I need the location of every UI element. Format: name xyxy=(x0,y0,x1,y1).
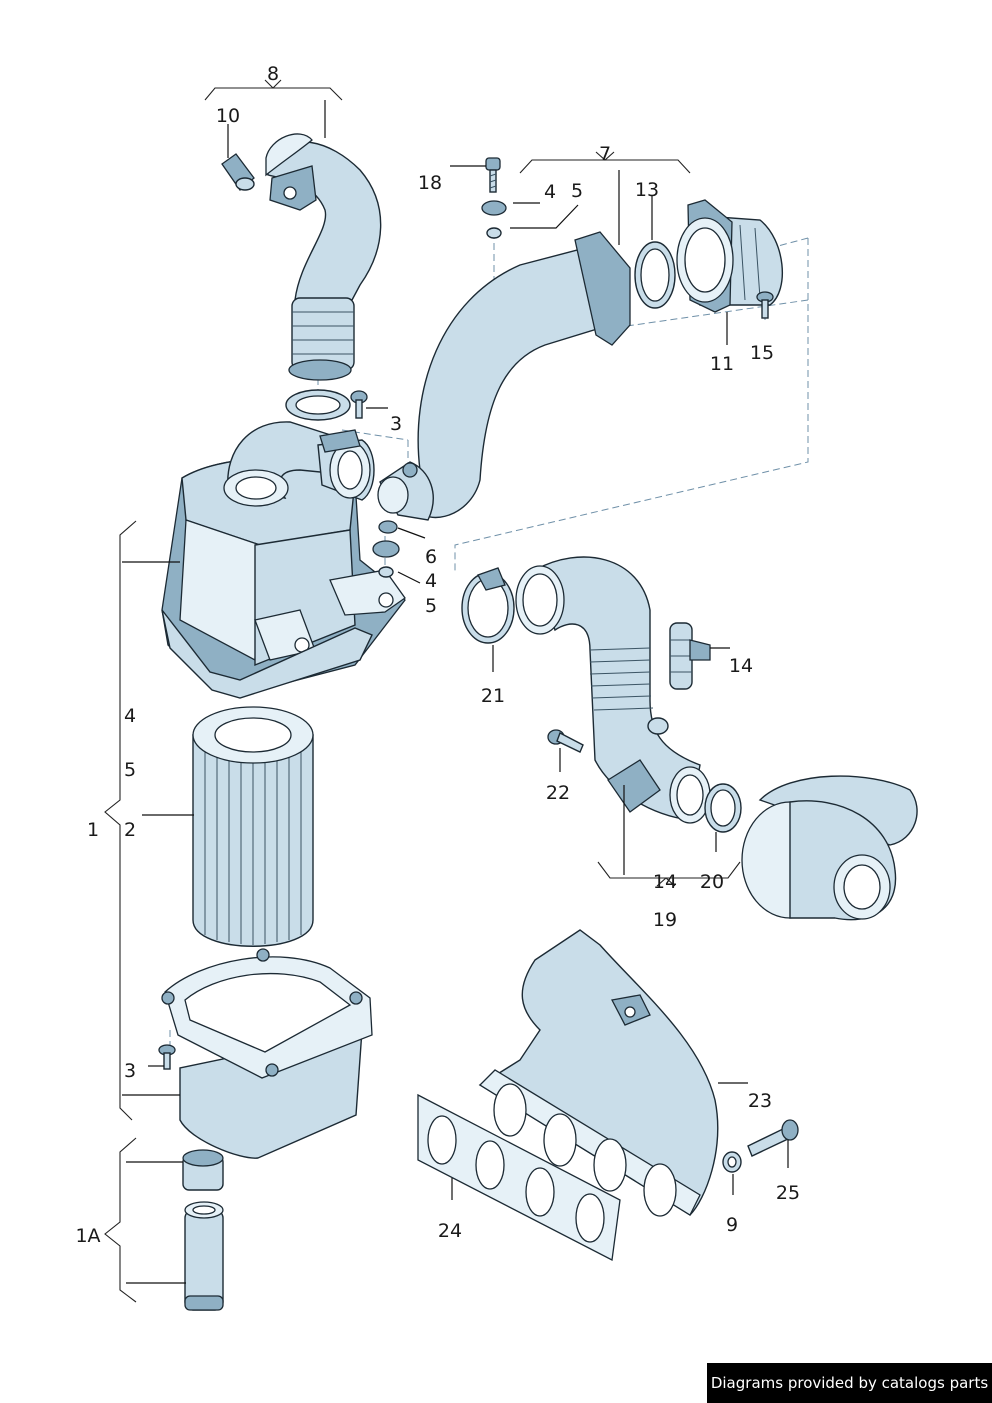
leader-lines xyxy=(122,100,789,1284)
label-3a: 3 xyxy=(390,413,402,435)
label-23: 23 xyxy=(748,1090,772,1112)
label-4b: 4 xyxy=(425,570,437,592)
turbo-hose-19 xyxy=(515,556,711,824)
label-3b: 3 xyxy=(124,1060,136,1082)
label-5b: 5 xyxy=(425,595,437,617)
small-parts-1a xyxy=(182,1149,224,1311)
gasket-24 xyxy=(417,1093,621,1262)
label-15: 15 xyxy=(750,342,774,364)
label-18: 18 xyxy=(418,172,442,194)
label-11: 11 xyxy=(710,353,734,375)
callout-labels: 8 10 7 18 4 5 13 15 11 3 6 4 5 14 21 4 5… xyxy=(75,63,800,1247)
screw-15 xyxy=(756,291,774,319)
o-ring-13-inner xyxy=(640,248,670,302)
bolt-22 xyxy=(547,729,584,753)
label-25: 25 xyxy=(776,1182,800,1204)
label-1a: 1A xyxy=(75,1225,100,1247)
label-4c: 4 xyxy=(124,705,136,727)
grommet-4b xyxy=(372,540,400,558)
bolt-18 xyxy=(485,157,501,193)
air-filter-housing-upper xyxy=(161,389,406,699)
grommet-4a xyxy=(481,200,507,216)
label-1: 1 xyxy=(87,819,99,841)
label-10: 10 xyxy=(216,105,240,127)
label-5a: 5 xyxy=(571,180,583,202)
nipple-14 xyxy=(669,622,711,690)
o-ring-20-inner xyxy=(710,789,736,827)
label-6: 6 xyxy=(425,546,437,568)
washer-5b xyxy=(378,566,394,578)
label-20: 20 xyxy=(700,871,724,893)
filter-element xyxy=(192,706,314,947)
nut-6 xyxy=(378,520,398,534)
air-flow-meter-11 xyxy=(676,199,783,313)
label-7: 7 xyxy=(599,143,611,165)
label-19: 19 xyxy=(653,909,677,931)
label-24: 24 xyxy=(438,1220,462,1242)
washer-9-inner xyxy=(727,1156,737,1168)
washer-5a xyxy=(486,227,502,239)
bolt-25 xyxy=(747,1119,799,1157)
hose-clamp-21 xyxy=(461,567,515,644)
brackets xyxy=(104,79,741,1303)
sensor-plug-10 xyxy=(221,153,255,191)
label-4a: 4 xyxy=(544,181,556,203)
label-22: 22 xyxy=(546,782,570,804)
credit-banner: Diagrams provided by catalogs parts xyxy=(707,1363,992,1403)
turbocharger xyxy=(741,775,918,921)
label-8: 8 xyxy=(267,63,279,85)
label-2: 2 xyxy=(124,819,136,841)
intake-hose-upper xyxy=(265,133,382,381)
intake-manifold-23 xyxy=(478,929,719,1217)
label-5c: 5 xyxy=(124,759,136,781)
label-14a: 14 xyxy=(729,655,753,677)
label-21: 21 xyxy=(481,685,505,707)
screw-3a xyxy=(350,390,368,419)
label-13: 13 xyxy=(635,179,659,201)
label-14b: 14 xyxy=(653,871,677,893)
air-filter-housing-lower xyxy=(161,948,373,1159)
screw-3b xyxy=(158,1044,176,1070)
intake-pipe-7 xyxy=(377,231,631,521)
label-9: 9 xyxy=(726,1214,738,1236)
